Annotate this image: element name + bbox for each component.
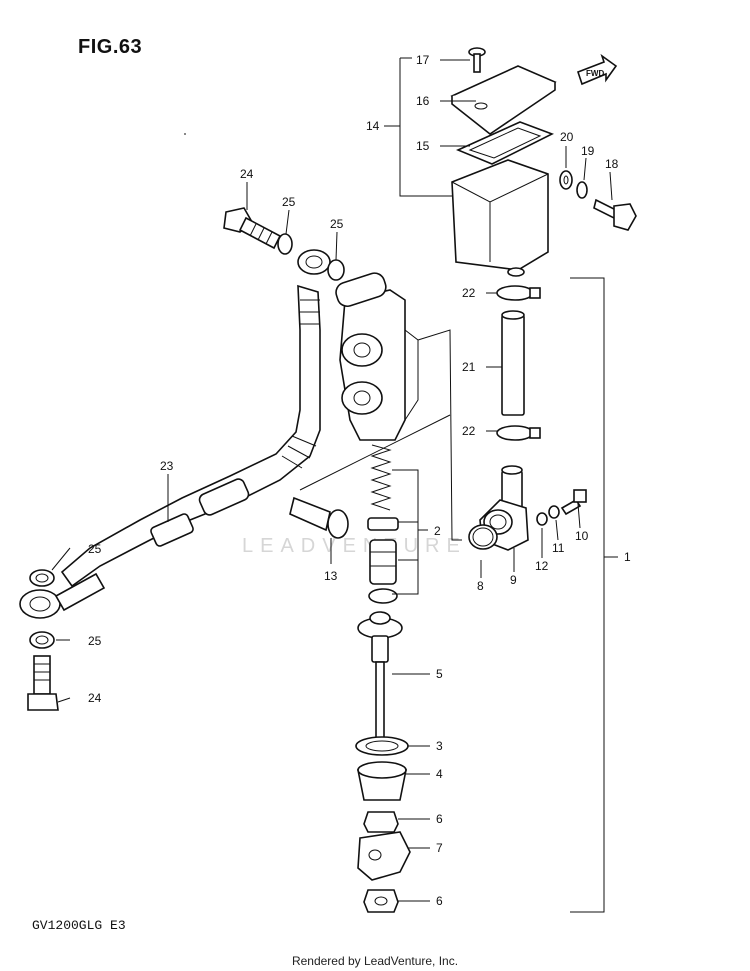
callout-14: 14	[366, 119, 380, 133]
callout-19: 19	[581, 144, 595, 158]
callout-13: 13	[324, 569, 338, 583]
callout-25d: 25	[88, 634, 102, 648]
callout-25c: 25	[88, 542, 102, 556]
callout-2: 2	[434, 524, 441, 538]
washer-12[interactable]	[536, 512, 548, 526]
reservoir-body[interactable]	[451, 159, 549, 277]
callout-15: 15	[416, 139, 430, 153]
gasket-d[interactable]	[29, 631, 55, 649]
callout-22b: 22	[462, 424, 476, 438]
gasket-b[interactable]	[327, 259, 345, 281]
callout-9: 9	[510, 573, 517, 587]
bolt-18[interactable]	[593, 198, 637, 231]
banjo-lower[interactable]	[19, 572, 106, 619]
gasket-a[interactable]	[277, 233, 293, 255]
watermark: LEADVENTURE	[242, 535, 467, 557]
nut-lower[interactable]	[363, 889, 399, 913]
washer-20[interactable]	[559, 170, 573, 190]
callout-1: 1	[624, 550, 631, 564]
callout-25b: 25	[330, 217, 344, 231]
reservoir-screw[interactable]	[468, 47, 486, 73]
callout-23: 23	[160, 459, 174, 473]
nut-upper[interactable]	[363, 811, 399, 833]
reservoir-hose[interactable]	[501, 310, 525, 416]
o-ring-8[interactable]	[468, 524, 498, 550]
bolt-13[interactable]	[289, 496, 349, 539]
callout-7: 7	[436, 841, 443, 855]
callout-24b: 24	[88, 691, 102, 705]
screw-10[interactable]	[560, 489, 587, 516]
callout-labels: 17 16 14 15 20 19 18 22 21 22 24 25 25 2…	[88, 53, 631, 908]
clamp-upper[interactable]	[496, 285, 541, 301]
push-rod[interactable]	[357, 611, 403, 743]
callout-21: 21	[462, 360, 476, 374]
callout-6b: 6	[436, 894, 443, 908]
callout-3: 3	[436, 739, 443, 753]
callout-16: 16	[416, 94, 430, 108]
boot[interactable]	[357, 761, 407, 801]
master-cylinder-body[interactable]	[333, 271, 419, 441]
callout-20: 20	[560, 130, 574, 144]
callout-12: 12	[535, 559, 549, 573]
banjo-bolt-lower[interactable]	[27, 655, 59, 711]
leader-lines	[51, 57, 618, 913]
piston-set[interactable]	[367, 517, 399, 604]
banjo-upper[interactable]	[297, 249, 331, 275]
reservoir-cap[interactable]	[450, 65, 557, 135]
callout-11: 11	[552, 541, 565, 555]
svg-text:FWD: FWD	[586, 69, 604, 78]
callout-6a: 6	[436, 812, 443, 826]
callout-22a: 22	[462, 286, 476, 300]
callout-18: 18	[605, 157, 619, 171]
gasket-c[interactable]	[29, 569, 55, 587]
return-spring[interactable]	[370, 444, 392, 511]
callout-17: 17	[416, 53, 430, 67]
callout-8: 8	[477, 579, 484, 593]
washer-11[interactable]	[548, 505, 560, 519]
callout-24a: 24	[240, 167, 254, 181]
footer-credit: Rendered by LeadVenture, Inc.	[291, 954, 459, 968]
clevis[interactable]	[357, 831, 411, 881]
brake-hose[interactable]	[60, 284, 321, 588]
washer-19[interactable]	[576, 181, 588, 199]
banjo-bolt-upper[interactable]	[223, 207, 282, 250]
clamp-lower[interactable]	[496, 425, 541, 441]
callout-5: 5	[436, 667, 443, 681]
callout-10: 10	[575, 529, 589, 543]
callout-4: 4	[436, 767, 443, 781]
reservoir-diaphragm[interactable]	[455, 121, 554, 165]
model-code: GV1200GLG E3	[32, 918, 126, 933]
callout-25a: 25	[282, 195, 296, 209]
forward-direction-marker: FWD	[576, 53, 618, 86]
circlip[interactable]	[355, 736, 409, 756]
figure-title: FIG.63	[78, 36, 143, 58]
